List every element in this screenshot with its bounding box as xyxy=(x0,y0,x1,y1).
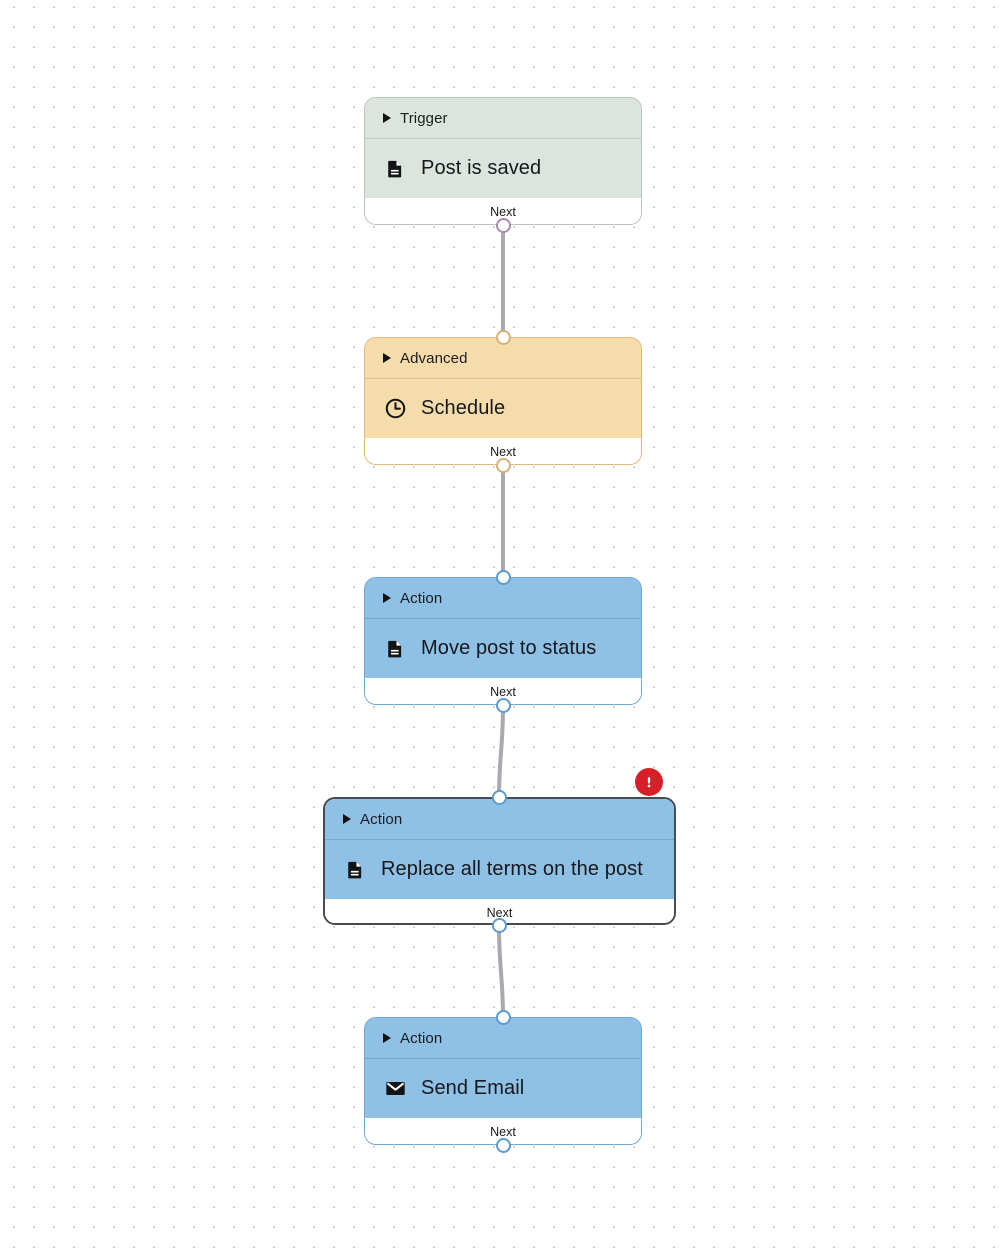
target-handle-action-replace-all-terms[interactable] xyxy=(492,789,507,805)
node-category-label: Action xyxy=(400,589,443,607)
node-header[interactable]: Advanced xyxy=(365,338,641,379)
collapse-caret-icon[interactable] xyxy=(383,113,391,123)
node-error-badge[interactable] xyxy=(635,768,663,796)
node-body[interactable]: Schedule xyxy=(365,379,641,438)
edge-action1-to-action2 xyxy=(497,705,505,799)
collapse-caret-icon[interactable] xyxy=(383,353,391,363)
collapse-caret-icon[interactable] xyxy=(383,593,391,603)
node-body[interactable]: Replace all terms on the post xyxy=(325,840,674,899)
next-label: Next xyxy=(490,445,516,459)
target-handle-action-move-post-to-status[interactable] xyxy=(495,569,511,585)
next-label: Next xyxy=(490,1125,516,1139)
clock-icon xyxy=(383,397,407,421)
edge-action2-to-action3 xyxy=(497,925,505,1019)
next-label: Next xyxy=(490,205,516,219)
next-label: Next xyxy=(490,685,516,699)
source-handle-action-send-email[interactable] xyxy=(495,1137,511,1153)
node-title: Replace all terms on the post xyxy=(381,858,643,880)
source-handle-action-replace-all-terms[interactable] xyxy=(492,917,507,933)
document-icon xyxy=(383,637,407,661)
target-handle-advanced-schedule[interactable] xyxy=(495,329,511,345)
envelope-icon xyxy=(383,1077,407,1101)
source-handle-action-move-post-to-status[interactable] xyxy=(495,697,511,713)
node-title: Post is saved xyxy=(421,157,542,179)
node-title: Move post to status xyxy=(421,637,597,659)
node-header[interactable]: Action xyxy=(365,578,641,619)
node-category-label: Trigger xyxy=(400,109,448,127)
node-header[interactable]: Action xyxy=(325,799,674,840)
error-icon xyxy=(641,774,657,790)
document-icon xyxy=(343,858,367,882)
next-label: Next xyxy=(486,906,513,920)
collapse-caret-icon[interactable] xyxy=(383,1033,391,1043)
node-category-label: Action xyxy=(360,810,403,828)
node-title: Send Email xyxy=(421,1077,525,1099)
document-icon xyxy=(383,157,407,181)
node-header[interactable]: Action xyxy=(365,1018,641,1059)
node-body[interactable]: Post is saved xyxy=(365,139,641,198)
node-header[interactable]: Trigger xyxy=(365,98,641,139)
node-body[interactable]: Move post to status xyxy=(365,619,641,678)
node-category-label: Action xyxy=(400,1029,443,1047)
collapse-caret-icon[interactable] xyxy=(343,814,351,824)
source-handle-advanced-schedule[interactable] xyxy=(495,457,511,473)
node-body[interactable]: Send Email xyxy=(365,1059,641,1118)
target-handle-action-send-email[interactable] xyxy=(495,1009,511,1025)
source-handle-trigger-post-is-saved[interactable] xyxy=(495,217,511,233)
node-title: Schedule xyxy=(421,397,506,419)
node-category-label: Advanced xyxy=(400,349,468,367)
